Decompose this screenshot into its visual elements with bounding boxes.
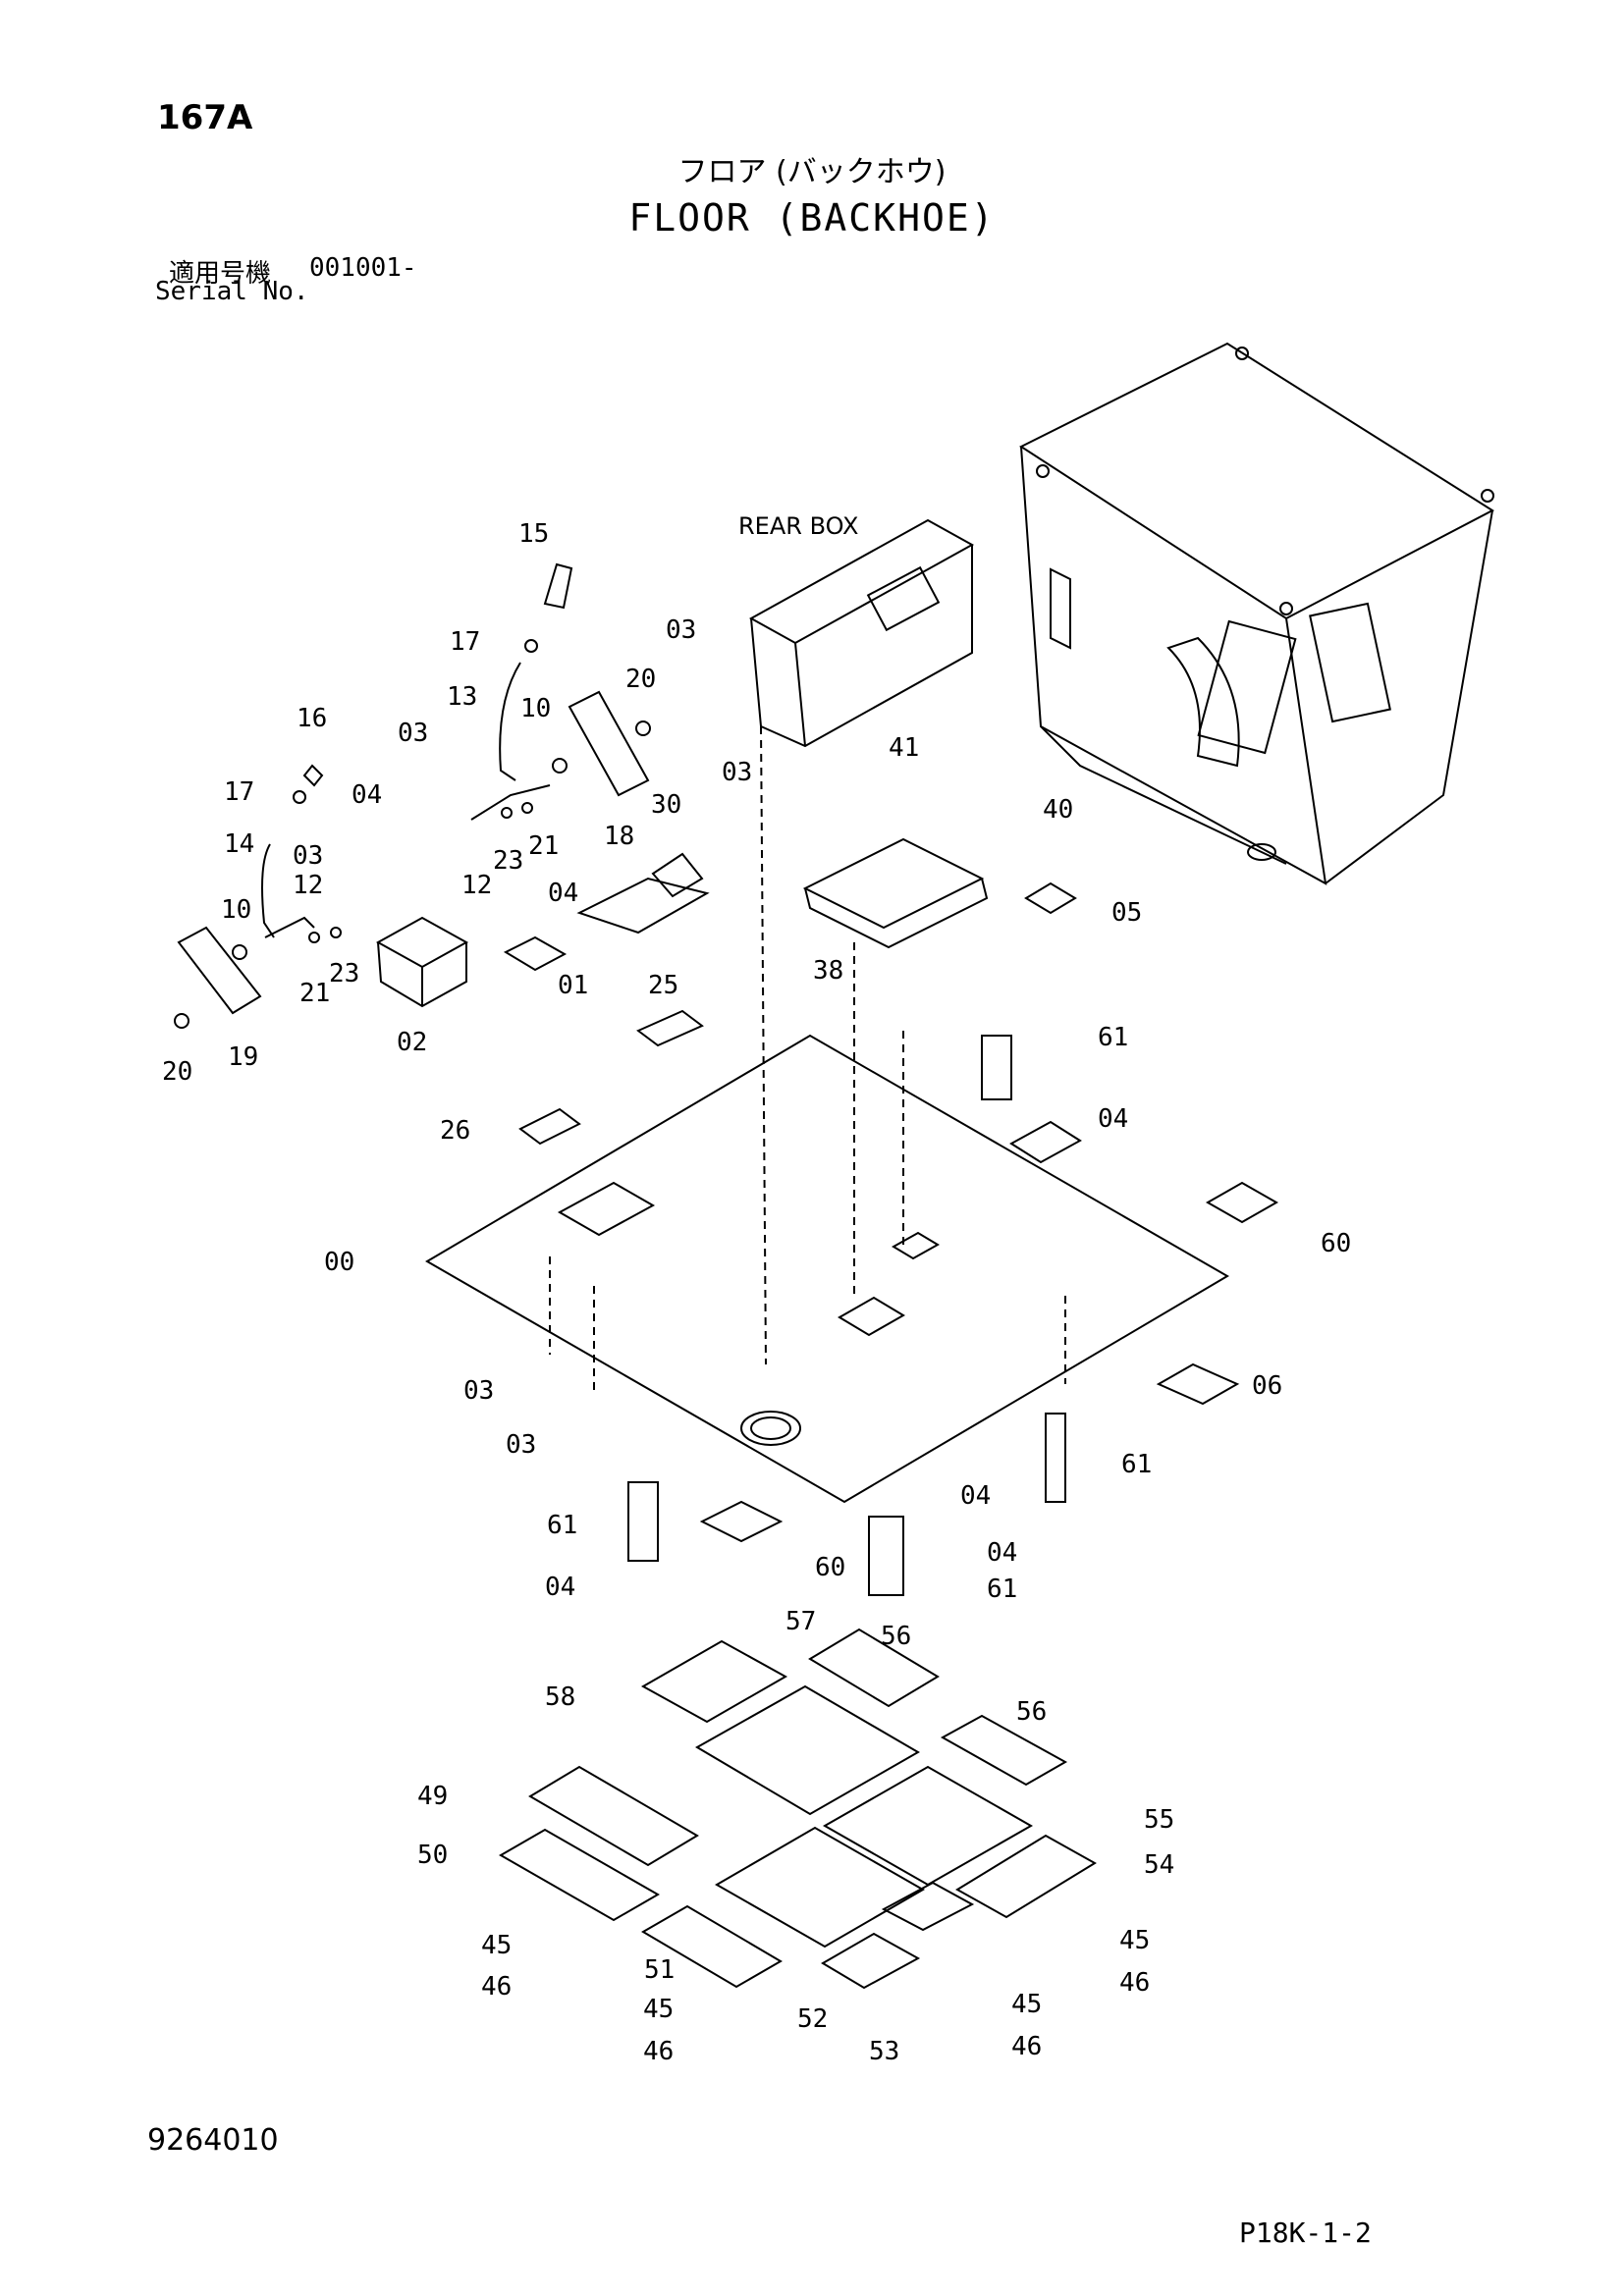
callout-13: 13 <box>447 682 477 712</box>
callout-38: 38 <box>813 956 843 986</box>
callout-61: 61 <box>1121 1450 1152 1479</box>
callout-04: 04 <box>987 1538 1017 1568</box>
callout-55: 55 <box>1144 1805 1174 1835</box>
callout-46: 46 <box>643 2037 674 2066</box>
callout-61: 61 <box>547 1511 577 1540</box>
callout-60: 60 <box>815 1553 845 1582</box>
callout-26: 26 <box>440 1116 470 1146</box>
callout-46: 46 <box>1011 2032 1042 2061</box>
callout-56: 56 <box>881 1622 911 1651</box>
callout-21: 21 <box>299 979 330 1008</box>
bracket <box>576 877 710 934</box>
page-code: 167A <box>157 98 253 137</box>
callout-23: 23 <box>329 959 359 988</box>
stay-61d <box>1045 1413 1066 1503</box>
callout-15: 15 <box>518 519 549 549</box>
callout-41: 41 <box>889 733 919 763</box>
stay-61a <box>981 1035 1012 1100</box>
callout-17: 17 <box>224 777 254 807</box>
right-pedal-assembly <box>470 562 651 821</box>
callout-58: 58 <box>545 1682 575 1712</box>
callout-45: 45 <box>1119 1926 1150 1955</box>
callout-00: 00 <box>324 1248 354 1277</box>
serial-range: 001001- <box>309 253 417 283</box>
bracket-60a <box>1205 1181 1279 1224</box>
rubber-06 <box>1156 1362 1240 1406</box>
callout-16: 16 <box>297 704 327 733</box>
callout-04: 04 <box>545 1573 575 1602</box>
cab-outline <box>1018 342 1495 885</box>
callout-17: 17 <box>450 627 480 657</box>
stay-61b <box>627 1481 659 1562</box>
drawing-number: 9264010 <box>147 2123 279 2158</box>
callout-21: 21 <box>528 831 559 861</box>
callout-03: 03 <box>722 758 752 787</box>
callout-06: 06 <box>1252 1371 1282 1401</box>
callout-61: 61 <box>1098 1023 1128 1052</box>
pedal-26 <box>518 1107 581 1146</box>
callout-03: 03 <box>293 841 323 871</box>
callout-05: 05 <box>1111 898 1142 928</box>
callout-04: 04 <box>1098 1104 1128 1134</box>
pilot-valve-block <box>375 916 469 1008</box>
bracket-60b <box>699 1500 784 1543</box>
callout-53: 53 <box>869 2037 899 2066</box>
callout-52: 52 <box>797 2004 828 2034</box>
page-reference: P18K-1-2 <box>1239 2216 1372 2249</box>
rear-box <box>748 518 975 748</box>
callout-20: 20 <box>625 665 656 694</box>
callout-54: 54 <box>1144 1850 1174 1880</box>
callout-02: 02 <box>397 1028 427 1057</box>
callout-46: 46 <box>481 1972 512 2002</box>
callout-12: 12 <box>461 871 492 900</box>
callout-25: 25 <box>648 971 678 1000</box>
callout-51: 51 <box>644 1955 675 1985</box>
callout-19: 19 <box>228 1042 258 1072</box>
callout-04: 04 <box>352 780 382 810</box>
callout-56: 56 <box>1016 1697 1047 1727</box>
callout-12: 12 <box>293 871 323 900</box>
callout-labels: 15 17 13 10 20 16 17 03 03 04 14 03 12 1… <box>162 512 1351 2066</box>
callout-10: 10 <box>520 694 551 723</box>
stay-61c <box>868 1516 904 1596</box>
callout-04: 04 <box>960 1481 991 1511</box>
callout-20: 20 <box>162 1057 192 1087</box>
callout-45: 45 <box>481 1931 512 1960</box>
callout-03: 03 <box>666 615 696 645</box>
rear-box-label: REAR BOX <box>738 512 858 540</box>
cover-plate <box>503 935 568 972</box>
callout-18: 18 <box>604 822 634 851</box>
serial-label-english: Serial No. <box>155 277 309 306</box>
callout-03: 03 <box>506 1430 536 1460</box>
callout-04: 04 <box>548 879 578 908</box>
callout-23: 23 <box>493 846 523 876</box>
assembly-lines <box>549 725 1066 1394</box>
callout-46: 46 <box>1119 1968 1150 1998</box>
callout-45: 45 <box>643 1995 674 2024</box>
pedal-25 <box>636 1009 704 1047</box>
callout-03: 03 <box>463 1376 494 1406</box>
floor-plate <box>425 1034 1229 1504</box>
callout-60: 60 <box>1321 1229 1351 1258</box>
title-japanese: フロア (バックホウ) <box>677 155 947 189</box>
callout-45: 45 <box>1011 1990 1042 2019</box>
callout-40: 40 <box>1043 795 1073 825</box>
callout-14: 14 <box>224 829 254 859</box>
callout-30: 30 <box>651 790 681 820</box>
serial-label-japanese: 適用号機 <box>169 259 272 289</box>
floor-mats <box>498 1628 1097 1990</box>
callout-49: 49 <box>417 1782 448 1811</box>
callout-03: 03 <box>398 719 428 748</box>
callout-10: 10 <box>221 895 251 925</box>
callout-61: 61 <box>987 1575 1017 1604</box>
callout-50: 50 <box>417 1841 448 1870</box>
callout-57: 57 <box>785 1607 816 1636</box>
callout-01: 01 <box>558 971 588 1000</box>
title-english: FLOOR (BACKHOE) <box>628 196 996 240</box>
pad-05 <box>1024 881 1077 915</box>
left-pedal-assembly <box>174 764 342 1029</box>
